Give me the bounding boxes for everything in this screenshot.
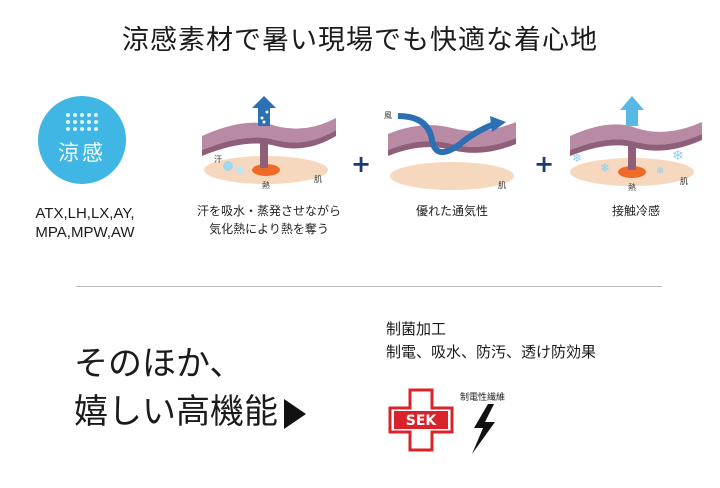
snowflake-icon: ❄ <box>672 148 684 164</box>
model-list-line-1: ATX,LH,LX,AY, <box>35 205 135 222</box>
snowflake-icon: ❄ <box>600 161 610 175</box>
sweat-drop-icon <box>236 166 244 174</box>
other-features-heading: そのほか、 嬉しい高機能 <box>74 340 306 436</box>
heat-tag: 熱 <box>262 180 270 190</box>
badge-label: 涼感 <box>58 141 106 165</box>
cool-feel-badge: 涼感 <box>38 96 126 184</box>
airflow-arrow-head-icon <box>490 116 506 132</box>
feature-items: 制電、吸水、防汚、透け防効果 <box>386 343 597 361</box>
heat-spot <box>252 164 280 176</box>
feature-title: 制菌加工 <box>386 320 447 338</box>
snowflake-icon: ❄ <box>572 151 582 165</box>
skin-tag: 肌 <box>680 177 688 186</box>
sweat-drop-icon <box>223 161 233 171</box>
play-triangle-icon <box>284 399 306 429</box>
model-list: ATX,LH,LX,AY, MPA,MPW,AW <box>16 204 154 242</box>
heat-spot <box>618 166 646 178</box>
lightning-bolt-icon <box>472 404 495 454</box>
fabric-layer <box>570 122 702 150</box>
other-features-line-1: そのほか、 <box>74 344 244 384</box>
fabric-fiber <box>628 142 636 170</box>
contact-cooling-diagram: ❄ ❄ ❄ ❄ 熱 肌 <box>570 96 702 192</box>
sek-logo-icon: SEK <box>388 388 454 452</box>
fabric-layer <box>202 118 336 150</box>
sweat-caption-line-1: 汗を吸水・蒸発させながら <box>196 204 341 218</box>
airflow-arrow-icon <box>397 113 496 155</box>
other-features-line-2: 嬉しい高機能 <box>74 388 306 436</box>
skin-tag: 肌 <box>498 181 506 190</box>
breathability-caption: 優れた通気性 <box>415 204 488 218</box>
other-features-line-2-text: 嬉しい高機能 <box>74 392 278 432</box>
sweat-absorption-diagram: 汗 熱 肌 <box>202 96 336 190</box>
breathability-diagram: 風 肌 <box>384 111 516 190</box>
model-list-line-2: MPA,MPW,AW <box>35 224 135 241</box>
antistatic-caption: 制電性繊維 <box>460 393 506 403</box>
sweat-caption: 汗を吸水・蒸発させながら 気化熱により熱を奪う <box>176 202 362 238</box>
plus-sign: + <box>534 150 555 178</box>
up-arrow-icon <box>252 96 276 126</box>
skin-warm-area <box>390 162 514 190</box>
page-title: 涼感素材で暑い現場でも快適な着心地 <box>122 25 598 56</box>
up-arrow-icon <box>620 96 644 126</box>
fabric-edge <box>202 130 336 156</box>
sweat-caption-line-2: 気化熱により熱を奪う <box>209 222 329 236</box>
snowflake-icon: ❄ <box>656 166 664 177</box>
wind-tag: 風 <box>384 111 392 120</box>
heat-tag: 熱 <box>628 182 636 192</box>
sweat-tag: 汗 <box>214 155 222 164</box>
section-divider <box>76 286 662 287</box>
contact-cooling-caption: 接触冷感 <box>611 204 660 218</box>
skin-tag: 肌 <box>314 175 322 184</box>
feature-list: 制菌加工 制電、吸水、防汚、透け防効果 <box>386 318 596 364</box>
dots-icon <box>66 113 98 131</box>
fabric-fiber <box>260 140 268 168</box>
sek-logo-text: SEK <box>406 413 438 429</box>
fabric-layer <box>388 122 516 150</box>
plus-sign: + <box>351 150 372 178</box>
